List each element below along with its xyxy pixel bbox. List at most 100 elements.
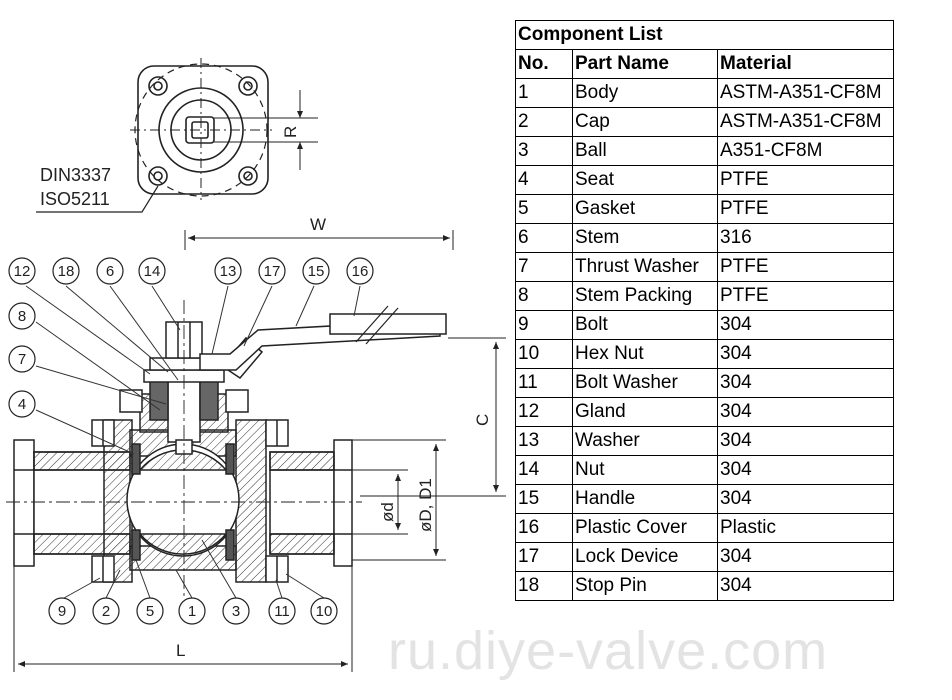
callout-top-row: 12 18 6 14 13 17 15 16 [8, 257, 374, 285]
cell-no: 3 [515, 136, 573, 166]
watermark: ru.diye-valve.com [388, 621, 829, 681]
cell-material: PTFE [717, 194, 894, 224]
callout-balloon [138, 257, 166, 285]
callout-number: 6 [106, 263, 114, 280]
cell-part-name: Gasket [572, 194, 718, 224]
dim-w-label: W [310, 215, 326, 234]
dim-bigd-label: øD, D1 [416, 478, 435, 532]
cell-no: 10 [515, 339, 573, 369]
cell-material: 304 [717, 339, 894, 369]
callout-number: 18 [58, 263, 75, 280]
dim-l [13, 566, 353, 672]
cell-material: 304 [717, 455, 894, 485]
column-header-no: No. [515, 49, 573, 79]
cell-part-name: Stem Packing [572, 281, 718, 311]
dim-w [184, 230, 454, 250]
callout-number: 10 [316, 603, 333, 620]
column-header-material: Material [717, 49, 894, 79]
cell-no: 12 [515, 397, 573, 427]
callout-balloon [258, 257, 286, 285]
cell-no: 14 [515, 455, 573, 485]
cell-part-name: Nut [572, 455, 718, 485]
table-title-row: Component List [515, 20, 894, 50]
callout-number: 15 [308, 263, 325, 280]
cell-no: 13 [515, 426, 573, 456]
callout-number: 3 [232, 603, 240, 620]
cell-no: 16 [515, 513, 573, 543]
cell-part-name: Body [572, 78, 718, 108]
callout-balloon [8, 345, 36, 373]
callout-balloon [8, 390, 36, 418]
cell-part-name: Plastic Cover [572, 513, 718, 543]
dim-r-label: R [281, 126, 300, 138]
cell-part-name: Stop Pin [572, 571, 718, 601]
callout-balloon [302, 257, 330, 285]
callout-bottom-row: 9 2 5 1 3 11 10 [48, 597, 338, 625]
cell-no: 7 [515, 252, 573, 282]
top-view-mounting-pad [36, 58, 318, 213]
cell-part-name: Thrust Washer [572, 252, 718, 282]
callout-balloon [96, 257, 124, 285]
cell-no: 6 [515, 223, 573, 253]
callout-balloon [8, 302, 36, 330]
callout-balloon [268, 597, 296, 625]
cell-material: 304 [717, 571, 894, 601]
callout-number: 13 [220, 263, 237, 280]
cell-no: 5 [515, 194, 573, 224]
callout-number: 11 [274, 603, 290, 620]
callout-number: 17 [264, 263, 281, 280]
cell-material: PTFE [717, 252, 894, 282]
callout-number: 16 [352, 263, 369, 280]
cell-part-name: Washer [572, 426, 718, 456]
cell-no: 2 [515, 107, 573, 137]
column-header-part-name: Part Name [572, 49, 718, 79]
callout-balloon [178, 597, 206, 625]
callout-balloon [214, 257, 242, 285]
callout-balloon [52, 257, 80, 285]
cell-material: A351-CF8M [717, 136, 894, 166]
cell-no: 8 [515, 281, 573, 311]
callout-number: 14 [144, 263, 161, 280]
callout-left-column: 8 7 4 [8, 302, 36, 418]
cell-material: 304 [717, 484, 894, 514]
callout-number: 12 [14, 263, 31, 280]
callout-number: 5 [146, 603, 154, 620]
callout-number: 1 [188, 603, 196, 620]
cell-material: 304 [717, 310, 894, 340]
callout-balloon [48, 597, 76, 625]
cell-no: 17 [515, 542, 573, 572]
table-header-row: No. Part Name Material [515, 49, 894, 79]
cell-material: 304 [717, 397, 894, 427]
cell-no: 11 [515, 368, 573, 398]
callout-balloon [222, 597, 250, 625]
cell-material: ASTM-A351-CF8M [717, 78, 894, 108]
dim-d-label: ød [378, 502, 397, 522]
cell-part-name: Handle [572, 484, 718, 514]
cell-no: 9 [515, 310, 573, 340]
cell-material: ASTM-A351-CF8M [717, 107, 894, 137]
cell-no: 4 [515, 165, 573, 195]
valve-section [6, 300, 447, 600]
callout-balloon [346, 257, 374, 285]
callout-balloon [310, 597, 338, 625]
cell-material: PTFE [717, 281, 894, 311]
cell-material: 304 [717, 542, 894, 572]
dim-l-label: L [176, 641, 185, 660]
callout-leaders [25, 285, 361, 599]
